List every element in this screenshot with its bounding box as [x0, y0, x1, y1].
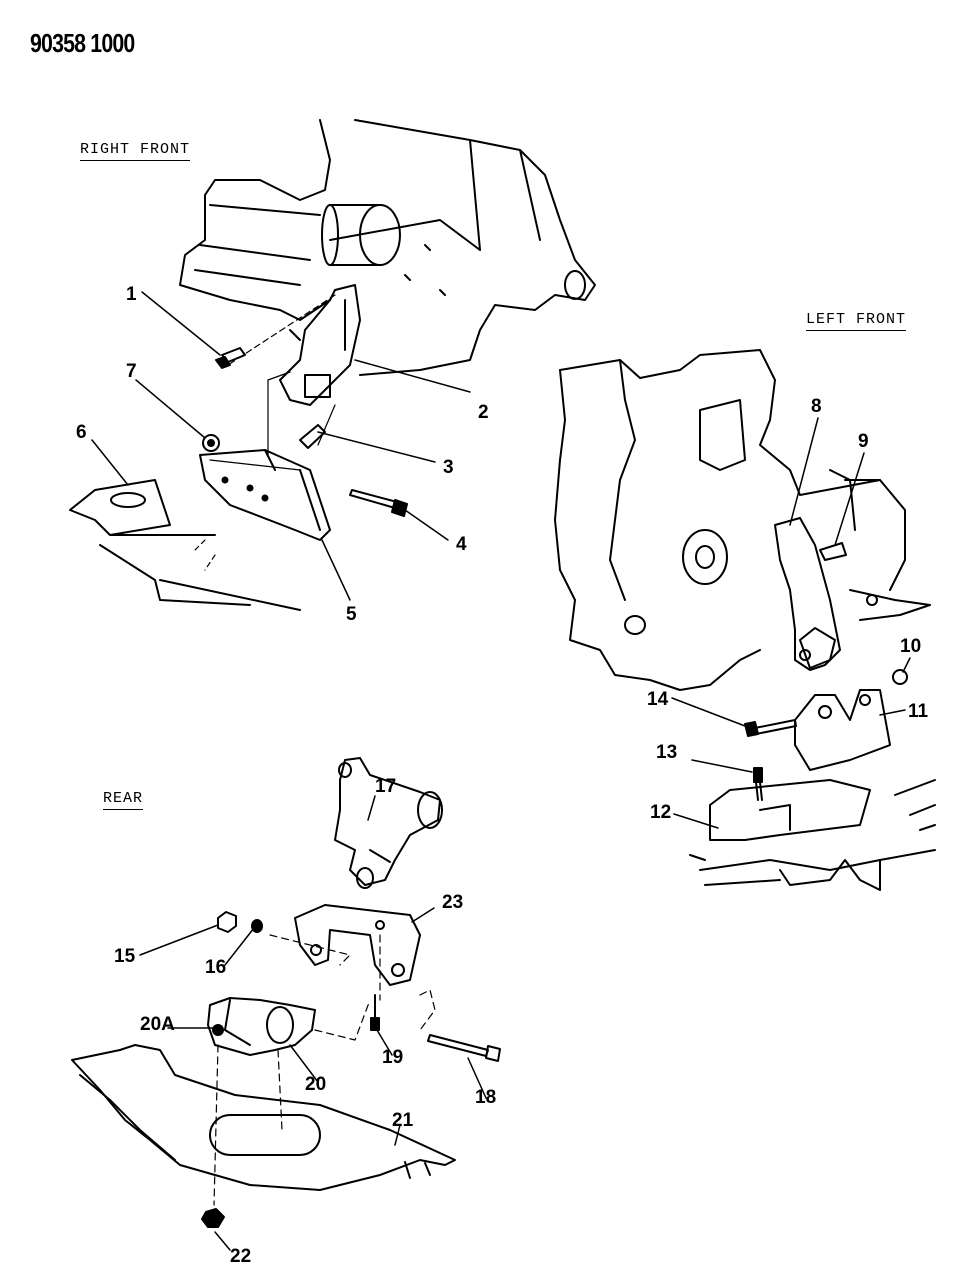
right-front-through-bolt: [349, 489, 408, 517]
callout-16: 16: [205, 957, 226, 978]
callout-18: 18: [475, 1087, 496, 1108]
callout-4: 4: [456, 534, 467, 555]
rear-transaxle-bracket: [334, 757, 443, 889]
callout-19: 19: [382, 1047, 403, 1068]
right-front-leader-lines: [91, 291, 471, 601]
callout-3: 3: [443, 457, 454, 478]
callout-10: 10: [900, 636, 921, 657]
callout-15: 15: [114, 946, 136, 967]
rear-washer: [251, 919, 263, 933]
right-front-short-bolt: [299, 424, 326, 449]
callout-9: 9: [858, 431, 869, 452]
callout-20a: 20A: [140, 1014, 175, 1035]
rear-nut: [217, 911, 237, 933]
callout-14: 14: [647, 689, 669, 710]
rear-mount-insulator: [207, 997, 316, 1056]
right-front-engine-block: [179, 119, 596, 376]
callout-5: 5: [346, 604, 357, 625]
rear-small-bolt: [370, 994, 380, 1031]
left-front-through-bolt: [744, 719, 797, 737]
left-front-nut: [892, 669, 908, 685]
callout-20: 20: [305, 1074, 326, 1095]
rear-crossmember: [71, 1044, 456, 1191]
callout-7: 7: [126, 361, 137, 382]
section-label-left-front: LEFT FRONT: [806, 311, 907, 331]
callout-2: 2: [478, 402, 489, 423]
left-front-small-bolt: [819, 542, 847, 561]
rear-mount-bracket: [294, 904, 421, 986]
callout-17: 17: [375, 776, 396, 797]
callout-23: 23: [442, 892, 463, 913]
left-front-vertical-bolt: [753, 767, 763, 801]
right-front-bolt: [215, 347, 246, 369]
left-front-mount-insulator: [794, 689, 891, 771]
rear-long-bolt: [427, 1034, 501, 1062]
left-front-frame-rail: [689, 779, 936, 891]
right-front-bracket: [279, 284, 361, 406]
callout-6: 6: [76, 422, 87, 443]
rear-alignment-lines: [213, 934, 436, 1206]
rear-leader-lines: [139, 795, 487, 1251]
right-front-nut: [202, 434, 220, 452]
callout-22: 22: [230, 1246, 251, 1267]
callout-12: 12: [650, 802, 671, 823]
callout-1: 1: [126, 284, 137, 305]
callout-13: 13: [656, 742, 677, 763]
left-front-bracket: [774, 517, 841, 671]
diagram-code: 90358 1000: [30, 28, 135, 58]
callout-11: 11: [908, 701, 929, 722]
left-front-engine-block: [554, 349, 931, 691]
rear-bottom-nut: [201, 1208, 225, 1228]
left-front-leader-lines: [671, 417, 911, 829]
callout-21: 21: [392, 1110, 414, 1131]
section-label-right-front: RIGHT FRONT: [80, 141, 191, 161]
callout-8: 8: [811, 396, 822, 417]
right-front-mount-insulator: [199, 371, 336, 541]
section-label-rear: REAR: [103, 790, 144, 810]
right-front-frame-rail: [69, 479, 301, 611]
